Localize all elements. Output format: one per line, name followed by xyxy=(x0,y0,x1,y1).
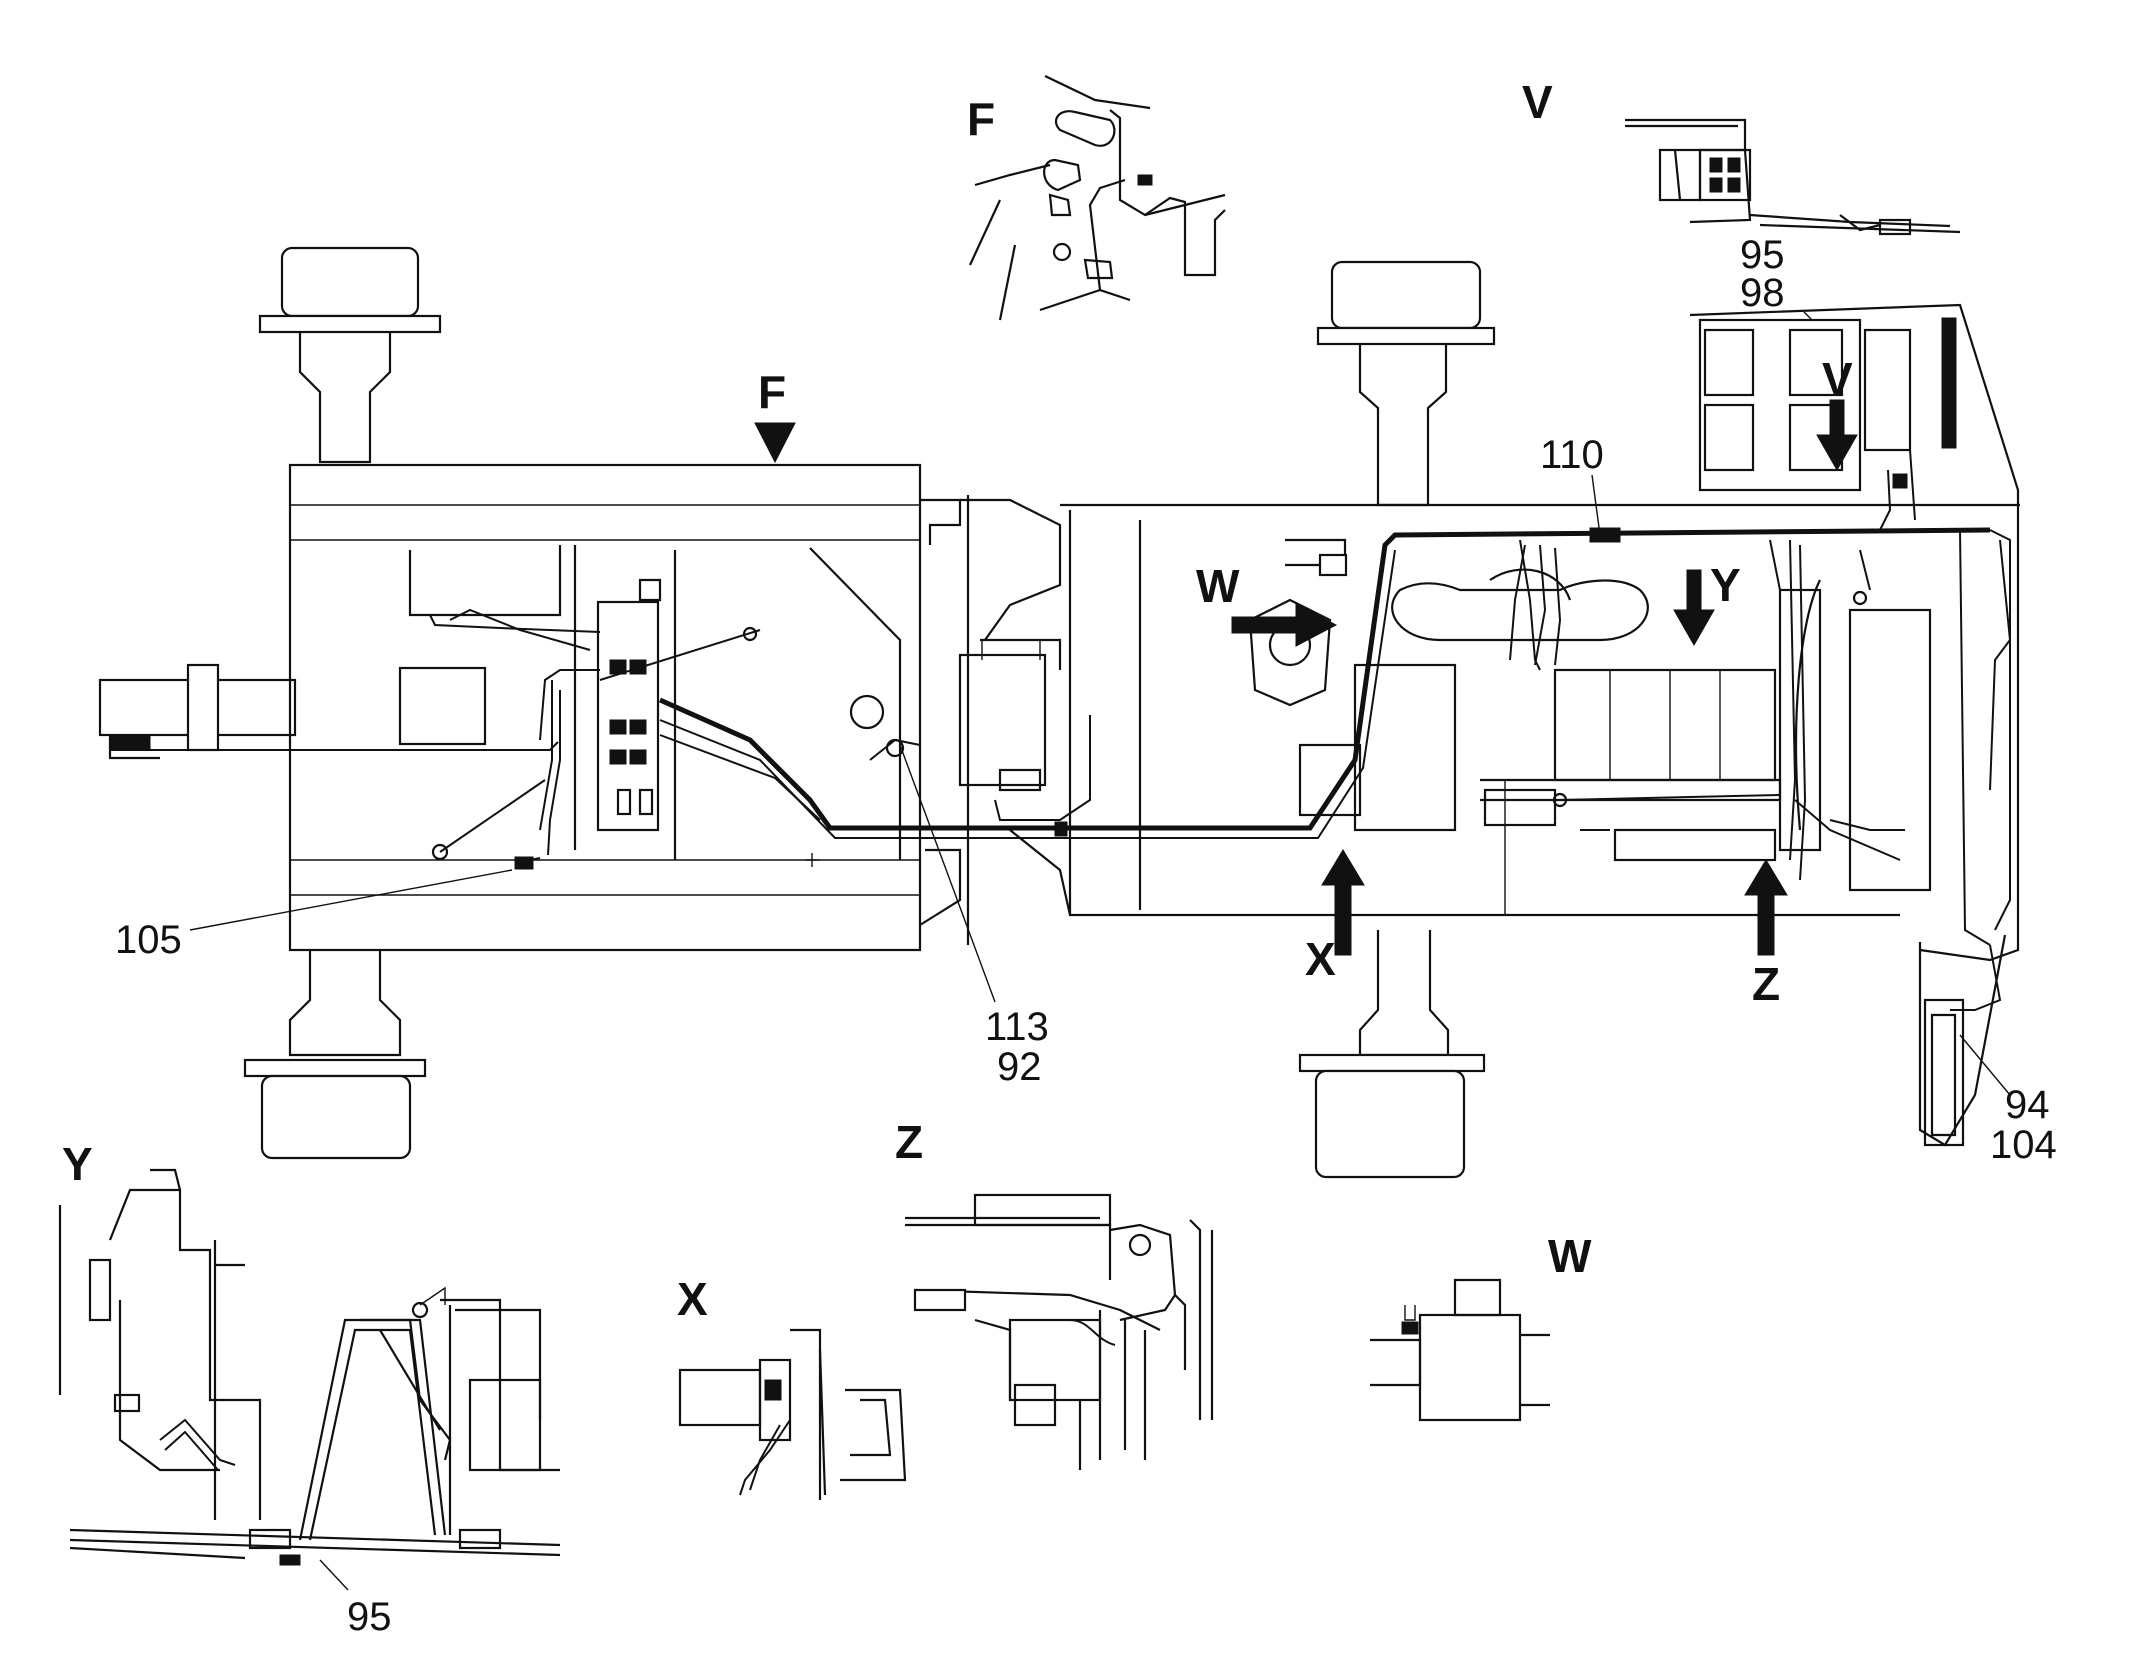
rear-wheel-bottom xyxy=(1298,930,1486,1179)
arrow-y xyxy=(1673,569,1715,647)
center-relay-block xyxy=(958,638,1062,792)
callout-105: 105 xyxy=(115,918,182,962)
rear-lamp-unit xyxy=(1923,998,1965,1147)
arrow-w xyxy=(1231,603,1338,647)
view-y-arrow-label: Y xyxy=(1710,559,1741,611)
view-x-detail-label: X xyxy=(677,1273,708,1325)
view-w-detail-label: W xyxy=(1548,1230,1592,1282)
callout-98: 98 xyxy=(1740,271,1785,315)
fuse-box-front xyxy=(596,600,660,832)
detail-f xyxy=(969,75,1226,321)
front-wheel-bottom xyxy=(243,950,427,1160)
chassis-assembly xyxy=(98,246,2020,1179)
callout-95-top: 95 xyxy=(1740,233,1785,277)
front-wheel-top xyxy=(258,246,442,464)
view-x-arrow-label: X xyxy=(1305,933,1336,985)
detail-x xyxy=(678,1328,907,1500)
arrow-z xyxy=(1744,859,1788,956)
view-z-detail-label: Z xyxy=(895,1116,923,1168)
view-f-arrow-label: F xyxy=(758,366,786,418)
callout-numbers: 95 98 110 105 113 92 94 104 95 xyxy=(115,233,2057,1639)
view-w-arrow-label: W xyxy=(1196,560,1240,612)
front-axle-stub xyxy=(98,663,487,760)
callout-113: 113 xyxy=(985,1005,1049,1049)
detail-w xyxy=(1370,1278,1550,1422)
detail-z xyxy=(905,1193,1214,1470)
front-frame xyxy=(288,463,922,952)
detail-y xyxy=(58,1168,561,1566)
callout-92: 92 xyxy=(997,1045,1042,1089)
arrow-v xyxy=(1816,399,1858,472)
view-v-top-label: V xyxy=(1522,76,1553,128)
relay-array xyxy=(609,659,654,816)
detail-v xyxy=(1625,118,1961,236)
rear-wheel-top xyxy=(1316,260,1496,507)
callout-94: 94 xyxy=(2005,1083,2050,1127)
callout-110: 110 xyxy=(1540,433,1604,477)
arrow-f xyxy=(754,422,796,464)
view-f-top-label: F xyxy=(967,93,995,145)
arrow-x xyxy=(1321,849,1365,956)
callout-leaders xyxy=(189,311,2011,1591)
view-v-arrow-label: V xyxy=(1822,353,1853,405)
view-z-arrow-label: Z xyxy=(1752,958,1780,1010)
middle-frame xyxy=(919,495,2020,945)
view-y-detail-label: Y xyxy=(62,1138,93,1190)
callout-95-bottom: 95 xyxy=(347,1595,392,1639)
engine-block xyxy=(1391,568,1932,892)
rear-frame xyxy=(1689,303,2020,1147)
view-letter-labels: F V F W X Y Z V Y Z X W xyxy=(62,76,1853,1325)
main-wiring-harness xyxy=(110,449,2012,1011)
view-arrows xyxy=(754,399,1858,956)
callout-104: 104 xyxy=(1990,1123,2057,1167)
